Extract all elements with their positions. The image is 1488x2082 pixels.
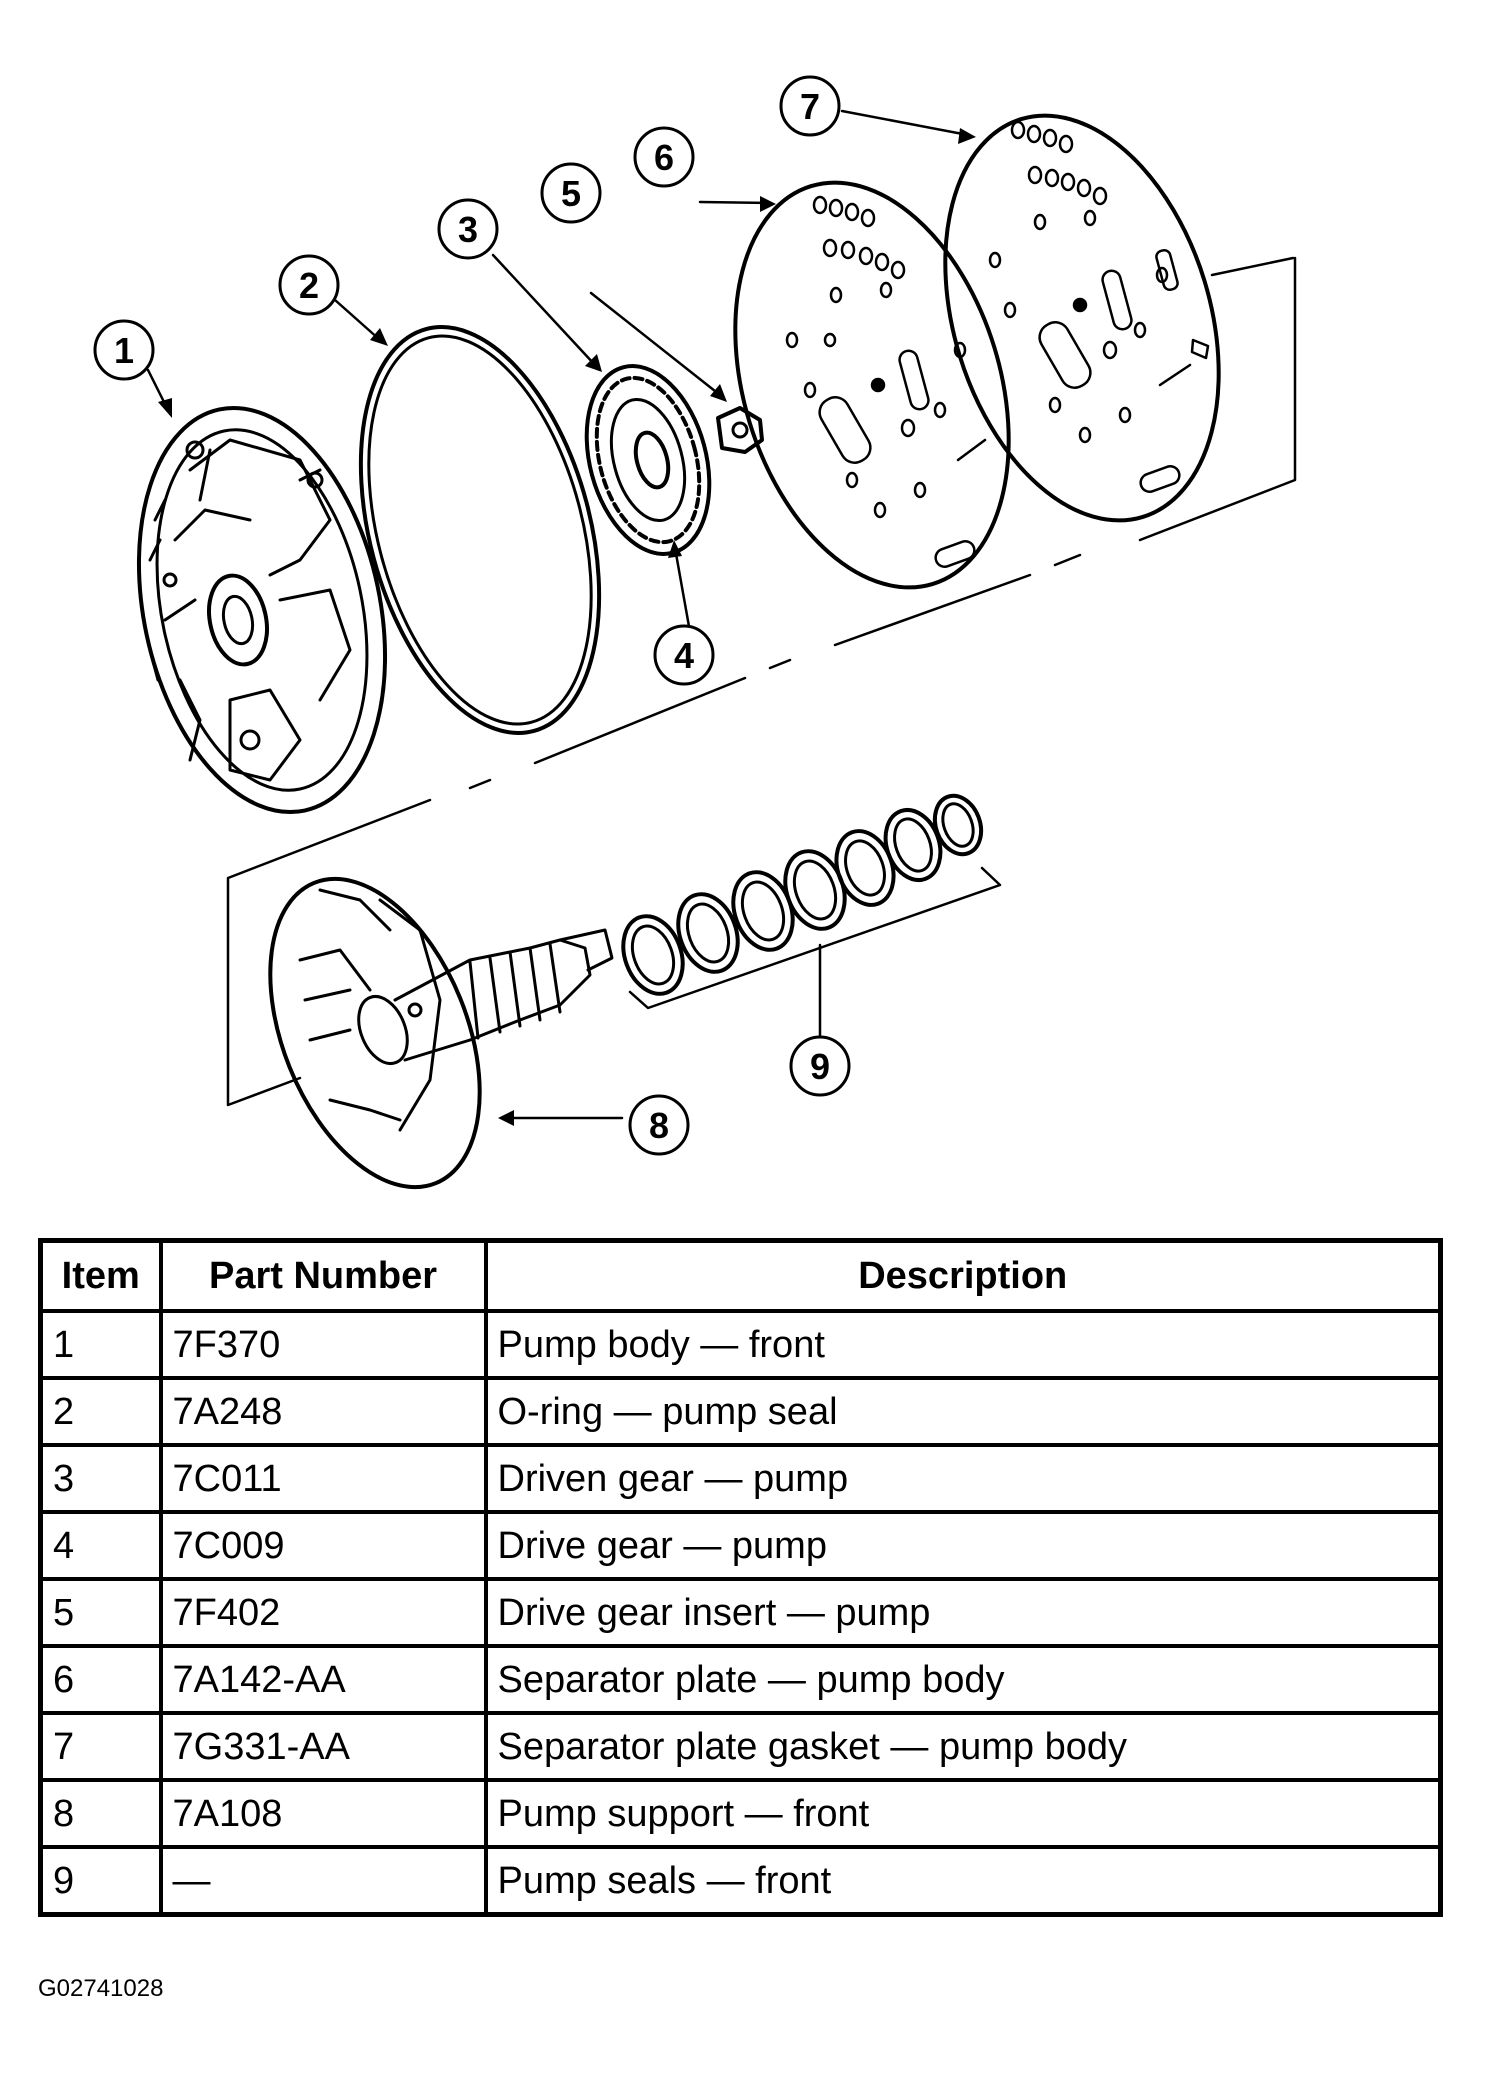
cell-item: 4 <box>38 1510 163 1581</box>
cell-description: Pump support — front <box>483 1778 1443 1849</box>
svg-text:6: 6 <box>654 137 674 178</box>
table-row: 1 7F370 Pump body — front <box>38 1309 1443 1380</box>
callout-9: 9 <box>789 1035 851 1097</box>
table-row: 6 7A142-AA Separator plate — pump body <box>38 1644 1443 1715</box>
table-row: 9 — Pump seals — front <box>38 1845 1443 1917</box>
cell-part-number: 7A108 <box>158 1778 488 1849</box>
callout-5: 5 <box>540 162 602 224</box>
pump-seal-rings <box>621 793 1002 1047</box>
cell-description: O-ring — pump seal <box>483 1376 1443 1447</box>
svg-text:3: 3 <box>458 209 478 250</box>
drive-gear-insert <box>716 406 764 454</box>
cell-part-number: 7A142-AA <box>158 1644 488 1715</box>
table-row: 2 7A248 O-ring — pump seal <box>38 1376 1443 1447</box>
cell-description: Drive gear — pump <box>483 1510 1443 1581</box>
pump-support-front <box>268 876 614 1190</box>
table-row: 4 7C009 Drive gear — pump <box>38 1510 1443 1581</box>
header-description: Description <box>483 1238 1443 1313</box>
cell-part-number: 7C009 <box>158 1510 488 1581</box>
cell-description: Drive gear insert — pump <box>483 1577 1443 1648</box>
cell-part-number: 7C011 <box>158 1443 488 1514</box>
cell-item: 9 <box>38 1845 163 1917</box>
header-part-number: Part Number <box>158 1238 488 1313</box>
o-ring-pump-seal <box>358 325 602 735</box>
svg-text:9: 9 <box>810 1046 830 1087</box>
cell-item: 6 <box>38 1644 163 1715</box>
svg-text:5: 5 <box>561 173 581 214</box>
callout-7: 7 <box>779 75 841 137</box>
pump-body-front <box>136 405 388 815</box>
separator-plate <box>733 180 1011 590</box>
cell-description: Pump body — front <box>483 1309 1443 1380</box>
cell-description: Pump seals — front <box>483 1845 1443 1917</box>
table-row: 3 7C011 Driven gear — pump <box>38 1443 1443 1514</box>
callout-1: 1 <box>93 319 155 381</box>
callout-leaders <box>146 109 970 1120</box>
cell-part-number: 7F370 <box>158 1309 488 1380</box>
header-item: Item <box>38 1238 163 1313</box>
exploded-pump-diagram: 1 2 3 4 5 6 7 8 9 <box>93 75 1297 1190</box>
cell-item: 5 <box>38 1577 163 1648</box>
assembly-guide-lines <box>226 256 1297 1107</box>
svg-text:2: 2 <box>299 265 319 306</box>
callout-6: 6 <box>633 126 695 188</box>
table-header-row: Item Part Number Description <box>38 1238 1443 1313</box>
cell-part-number: 7G331-AA <box>158 1711 488 1782</box>
parts-table: Item Part Number Description 1 7F370 Pum… <box>38 1238 1443 1917</box>
cell-item: 3 <box>38 1443 163 1514</box>
figure-code: G02741028 <box>38 1975 164 2002</box>
table-row: 5 7F402 Drive gear insert — pump <box>38 1577 1443 1648</box>
cell-part-number: 7A248 <box>158 1376 488 1447</box>
cell-description: Separator plate gasket — pump body <box>483 1711 1443 1782</box>
callout-8: 8 <box>628 1094 690 1156</box>
cell-item: 1 <box>38 1309 163 1380</box>
table-row: 7 7G331-AA Separator plate gasket — pump… <box>38 1711 1443 1782</box>
cell-description: Driven gear — pump <box>483 1443 1443 1514</box>
svg-text:7: 7 <box>800 86 820 127</box>
callout-4: 4 <box>653 624 715 686</box>
callout-2: 2 <box>278 254 340 316</box>
callout-3: 3 <box>437 198 499 260</box>
callout-arrowheads <box>158 128 976 1126</box>
cell-part-number: 7F402 <box>158 1577 488 1648</box>
cell-item: 7 <box>38 1711 163 1782</box>
cell-item: 8 <box>38 1778 163 1849</box>
pump-gears <box>584 364 712 556</box>
separator-plate-gasket <box>943 113 1221 523</box>
table-row: 8 7A108 Pump support — front <box>38 1778 1443 1849</box>
cell-item: 2 <box>38 1376 163 1447</box>
svg-text:4: 4 <box>674 635 694 676</box>
cell-part-number: — <box>158 1845 488 1917</box>
cell-description: Separator plate — pump body <box>483 1644 1443 1715</box>
svg-text:1: 1 <box>114 330 134 371</box>
svg-text:8: 8 <box>649 1105 669 1146</box>
